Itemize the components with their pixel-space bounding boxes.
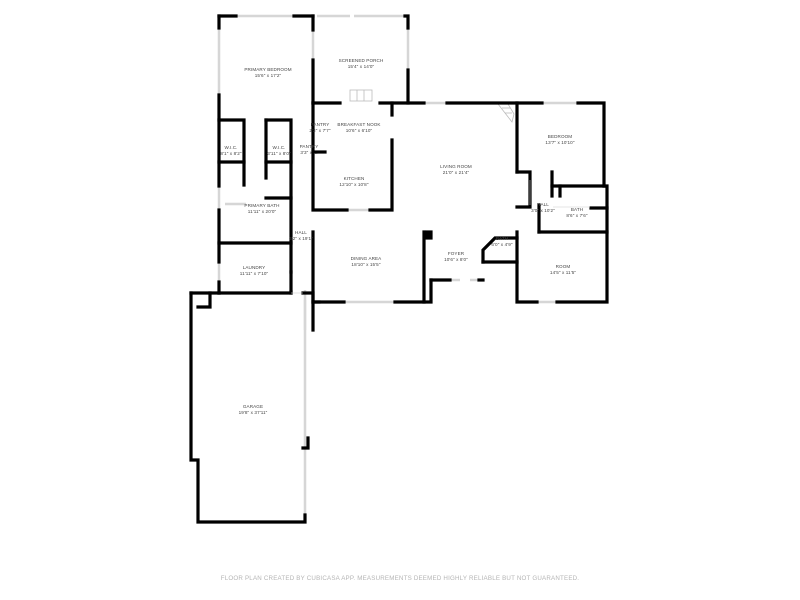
room-label-garage: GARAGE 19'8" x 37'11" [238,404,268,415]
disclaimer-footer: FLOOR PLAN CREATED BY CUBICASA APP. MEAS… [220,575,580,582]
room-label-wic-1: W.I.C. 8'1" x 8'2" [220,145,242,156]
room-label-pantry-1: PANTRY 2'3" x 7'7" [309,122,331,133]
room-label-foyer: FOYER 10'6" x 8'0" [444,251,468,262]
stairs-icon [349,89,515,123]
room-label-bath-2: BATH 6'0" x 4'9" [491,236,513,247]
room-label-hall-1: HALL 3'0" x 10'2" [531,202,555,213]
room-label-bath-1: BATH 8'6" x 7'6" [566,207,588,218]
room-label-kitchen: KITCHEN 12'10" x 10'8" [339,176,369,187]
room-label-hall-2: HALL 3'2" x 19'1" [289,230,313,241]
room-label-screened-porch: SCREENED PORCH 15'4" x 14'0" [338,58,384,69]
room-label-room: ROOM 14'5" x 11'5" [549,264,577,275]
room-label-primary-bedroom: PRIMARY BEDROOM 15'6" x 17'2" [244,67,292,78]
room-label-breakfast-nook: BREAKFAST NOOK 10'6" x 6'10" [337,122,381,133]
room-label-living-room: LIVING ROOM 21'0" x 21'4" [440,164,472,175]
room-label-primary-bath: PRIMARY BATH 11'11" x 20'0" [244,203,280,214]
room-label-pantry-2: PANTRY 3'3" x ... [299,144,319,155]
room-label-laundry: LAUNDRY 11'11" x 7'10" [239,265,269,276]
windows [217,14,578,515]
room-label-wic-2: W.I.C. 3'11" x 8'0" [267,145,291,156]
room-label-bedroom: BEDROOM 13'7" x 10'10" [545,134,575,145]
room-label-dining-area: DINING AREA 18'10" x 15'5" [350,256,382,267]
doors [291,180,590,294]
walls [189,14,609,524]
